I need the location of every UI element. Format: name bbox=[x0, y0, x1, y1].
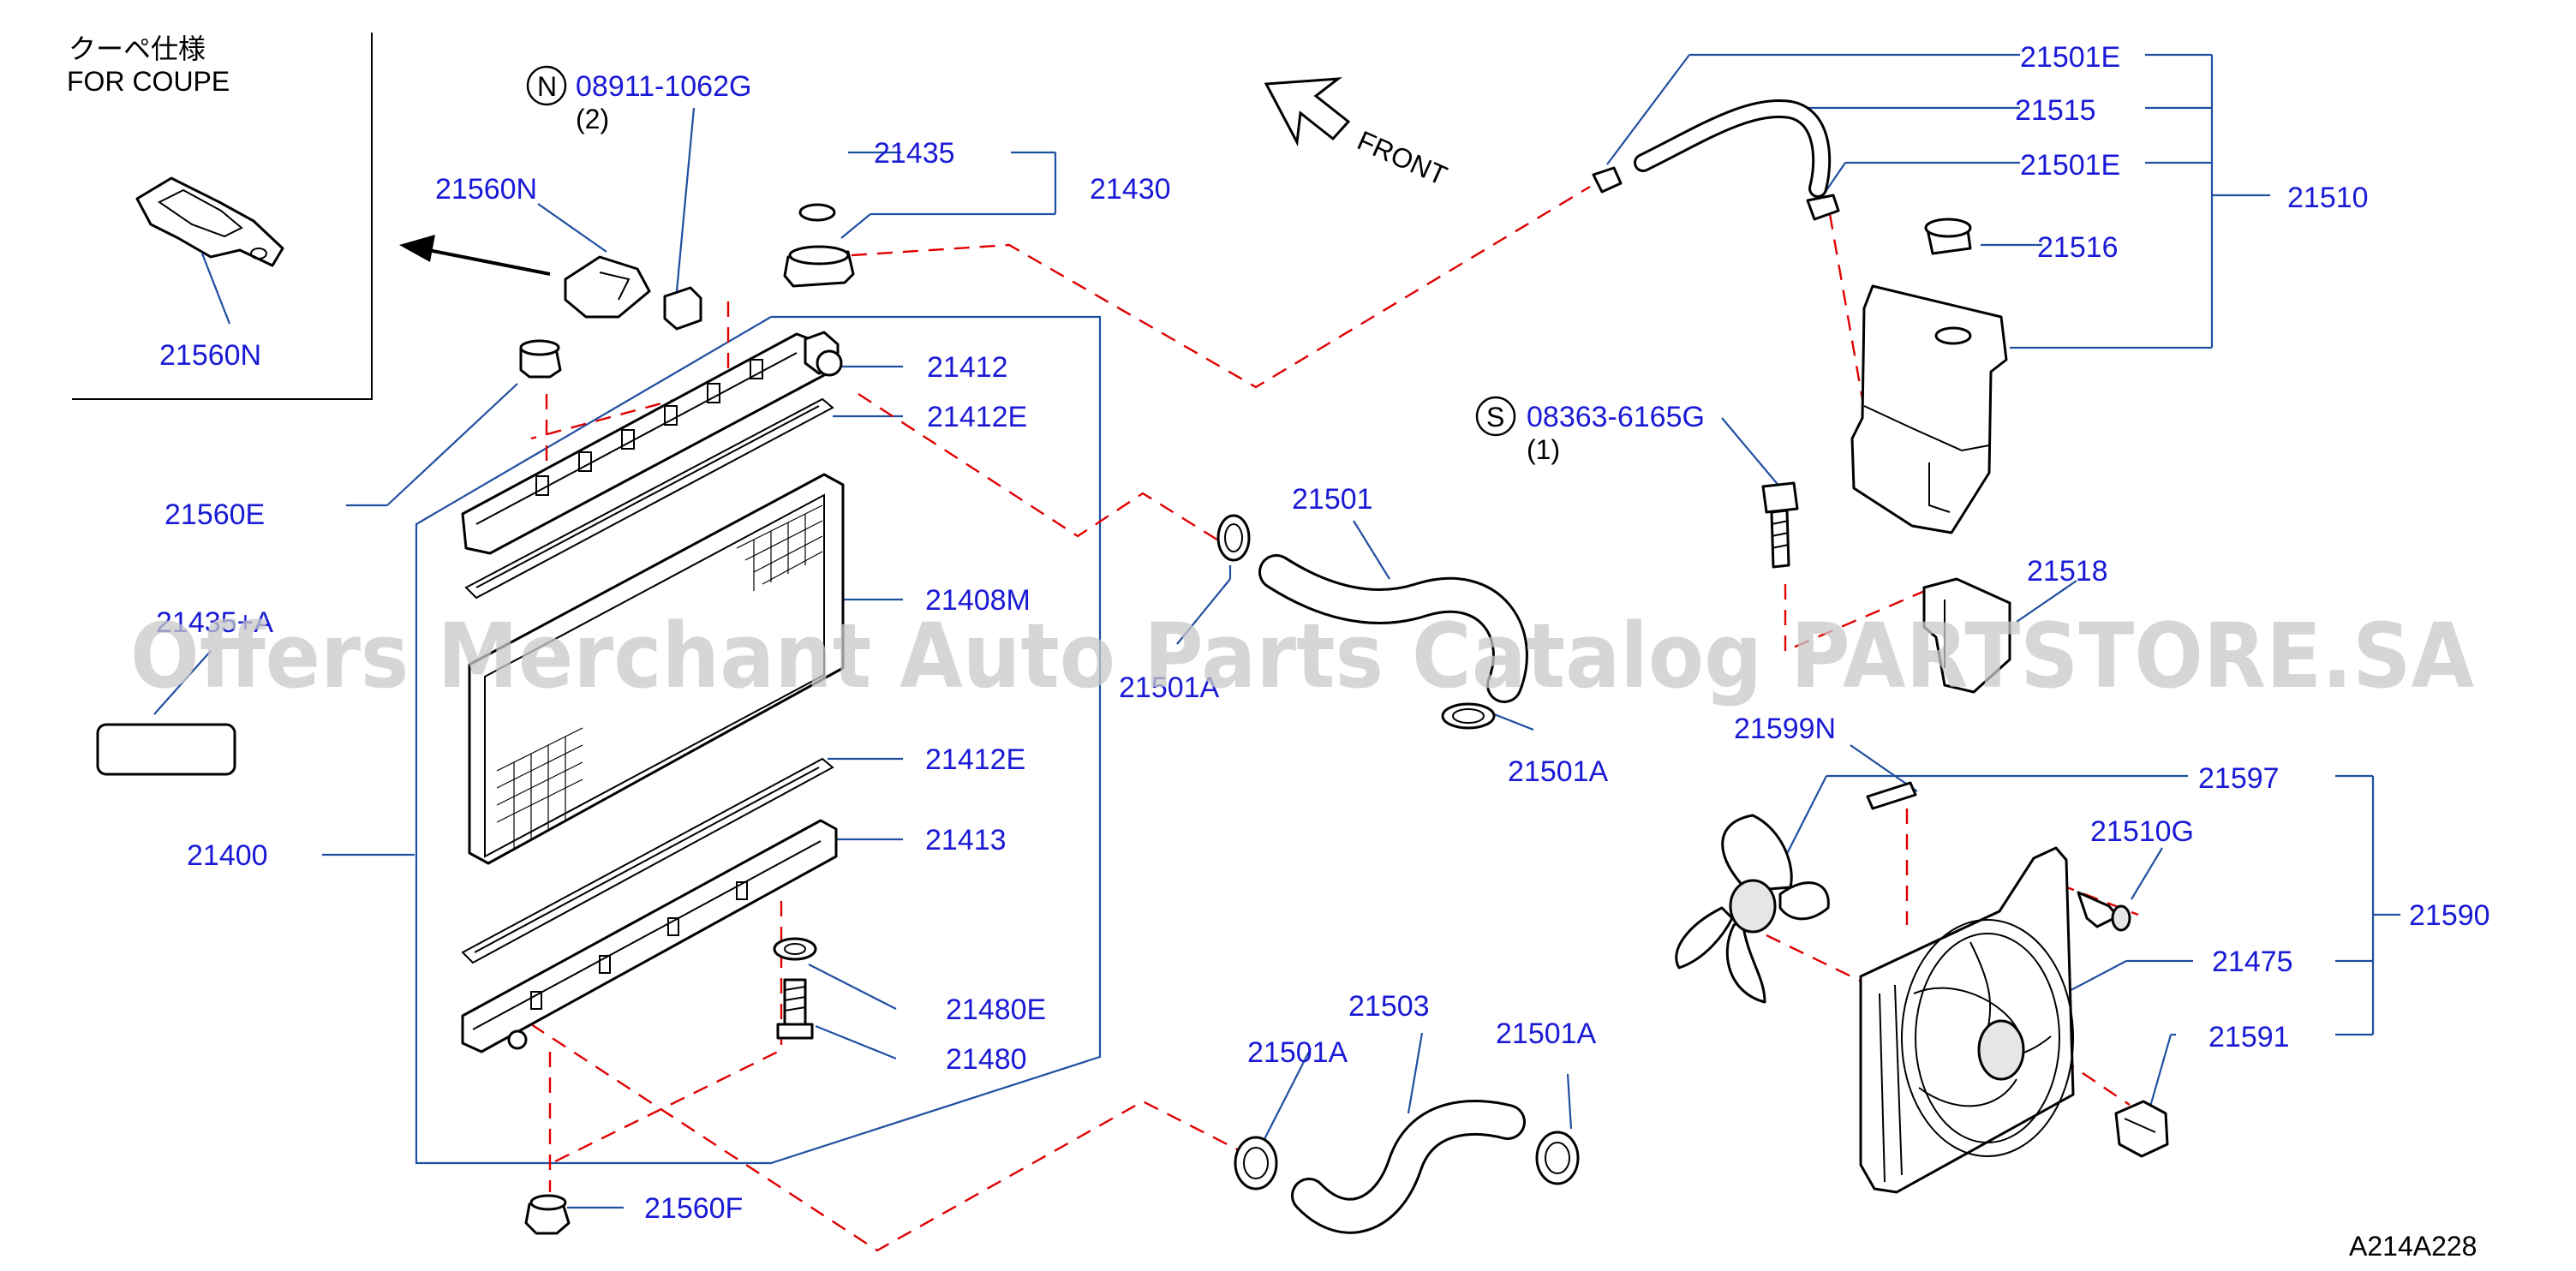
label-21560N: 21560N bbox=[435, 173, 537, 206]
label-plate-21599N bbox=[1866, 781, 1917, 810]
diagram-code: A214A228 bbox=[2349, 1231, 2477, 1262]
clamp-21501A-upper-right bbox=[1441, 702, 1496, 730]
label-21480: 21480 bbox=[946, 1043, 1027, 1076]
label-21510: 21510 bbox=[2287, 182, 2369, 214]
bracket-21560N bbox=[564, 255, 651, 319]
label-21590: 21590 bbox=[2409, 899, 2490, 932]
gasket-bottom bbox=[461, 757, 834, 964]
pad-21435A bbox=[96, 723, 236, 776]
coupe-inset: クーペ仕様 FOR COUPE 21560N bbox=[67, 33, 373, 400]
label-21430: 21430 bbox=[1090, 173, 1171, 206]
label-21435: 21435 bbox=[874, 137, 955, 170]
part-labels: 21560N 21435 21430 21412 21412E 21560E 2… bbox=[156, 41, 2490, 1225]
inset-border bbox=[72, 33, 373, 400]
reservoir-group bbox=[1592, 99, 2011, 694]
radiator-outlet bbox=[816, 349, 843, 377]
fan-blade-21597 bbox=[1675, 814, 1830, 1004]
label-21501: 21501 bbox=[1292, 483, 1373, 516]
qty-08363: (1) bbox=[1527, 434, 1560, 465]
radiator-assembly bbox=[461, 331, 845, 1053]
front-arrow-icon bbox=[1264, 77, 1351, 146]
clamp-21501A-lower-left bbox=[1234, 1136, 1278, 1190]
label-21501E-top: 21501E bbox=[2020, 41, 2120, 74]
label-21560F: 21560F bbox=[644, 1192, 743, 1225]
cap-seal-21435 bbox=[798, 203, 836, 222]
leader-coupe bbox=[200, 253, 231, 325]
clamp-21501A-upper-left bbox=[1216, 514, 1251, 562]
label-21501A-mid: 21501A bbox=[1508, 755, 1609, 788]
label-08911-1062G: 08911-1062G bbox=[576, 70, 751, 103]
front-indicator: FRONT bbox=[1264, 77, 1451, 192]
coupe-title-en: FOR COUPE bbox=[67, 66, 230, 97]
small-parts-left bbox=[96, 203, 855, 1235]
label-21435A: 21435+A bbox=[156, 606, 273, 639]
bolt-08363 bbox=[1761, 481, 1799, 514]
label-21412E-top: 21412E bbox=[927, 401, 1027, 433]
hoses bbox=[1216, 514, 1580, 1234]
fan-group bbox=[1675, 781, 2169, 1194]
gasket-top bbox=[464, 397, 834, 600]
watermark: Offers Merchant Auto Parts Catalog PARTS… bbox=[130, 604, 2474, 708]
s-symbol-icon bbox=[1475, 396, 1516, 437]
label-21560N-coupe: 21560N bbox=[159, 339, 261, 372]
qty-08911: (2) bbox=[576, 104, 609, 134]
clip-21501E-top bbox=[1592, 166, 1623, 194]
screw-21510G bbox=[2077, 891, 2119, 928]
label-21560E: 21560E bbox=[164, 498, 265, 531]
label-21597: 21597 bbox=[2198, 762, 2280, 795]
label-21412: 21412 bbox=[927, 351, 1008, 384]
clip-21501E-mid bbox=[1806, 194, 1840, 221]
reservoir-tank-21510 bbox=[1850, 284, 2008, 534]
radiator-core bbox=[468, 473, 845, 865]
label-21591: 21591 bbox=[2208, 1021, 2290, 1053]
label-21503: 21503 bbox=[1348, 990, 1430, 1023]
label-21480E: 21480E bbox=[946, 994, 1046, 1026]
label-21501E-mid: 21501E bbox=[2020, 149, 2120, 182]
label-21501A-bottom-left: 21501A bbox=[1247, 1036, 1348, 1069]
n-symbol: N bbox=[537, 71, 557, 102]
washer-21480E bbox=[773, 937, 817, 961]
assembly-lines bbox=[530, 185, 2139, 1252]
grommet-08911 bbox=[663, 286, 702, 331]
label-21501A-left: 21501A bbox=[1119, 671, 1220, 704]
fan-shroud-21590 bbox=[1859, 846, 2075, 1194]
label-21510G: 21510G bbox=[2090, 815, 2194, 848]
callout-bolt-N: N 08911-1062G (2) bbox=[526, 65, 751, 134]
label-21516: 21516 bbox=[2037, 231, 2119, 264]
callout-bolt-S: S 08363-6165G (1) bbox=[1475, 396, 1705, 465]
clamp-21501A-lower-right bbox=[1535, 1131, 1580, 1185]
front-label: FRONT bbox=[1353, 125, 1451, 192]
coupe-bracket-part bbox=[135, 176, 284, 267]
label-21475: 21475 bbox=[2212, 946, 2293, 978]
label-21518: 21518 bbox=[2027, 555, 2108, 588]
connector-21591 bbox=[2114, 1100, 2169, 1158]
label-21413: 21413 bbox=[925, 824, 1007, 856]
radiator-bottom-tank bbox=[461, 819, 838, 1053]
label-21408M: 21408M bbox=[925, 584, 1031, 617]
label-08363-6165G: 08363-6165G bbox=[1527, 401, 1705, 433]
label-21501A-bottom-right: 21501A bbox=[1496, 1017, 1597, 1050]
label-21412E-bottom: 21412E bbox=[925, 743, 1025, 776]
label-21599N: 21599N bbox=[1734, 713, 1836, 745]
n-symbol-icon bbox=[526, 65, 567, 106]
label-21400: 21400 bbox=[187, 839, 268, 872]
coupe-title-jp: クーペ仕様 bbox=[69, 33, 206, 64]
label-21515: 21515 bbox=[2015, 94, 2096, 127]
direction-arrow-icon bbox=[399, 235, 435, 262]
s-symbol: S bbox=[1486, 402, 1504, 433]
